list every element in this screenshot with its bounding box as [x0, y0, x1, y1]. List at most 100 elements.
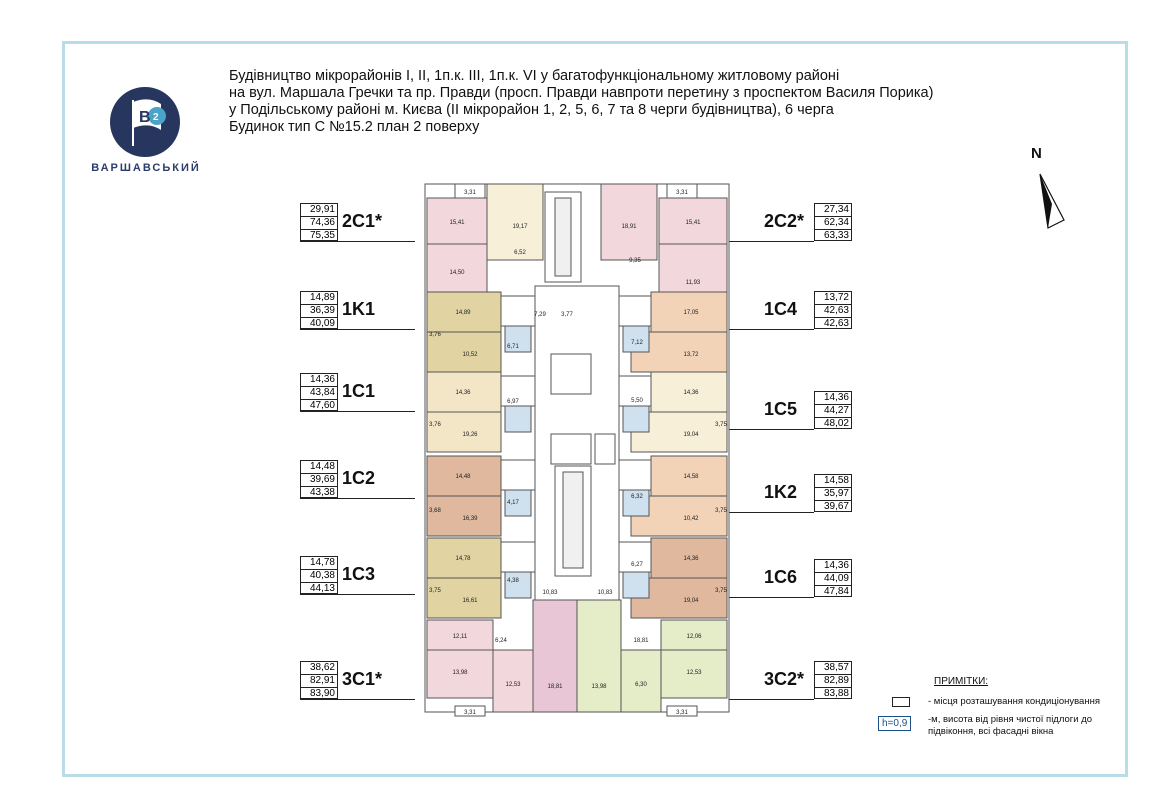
room	[426, 411, 502, 453]
apartment-code: 1K2	[764, 482, 798, 502]
area-value: 44,09	[815, 573, 851, 586]
leader-line	[720, 597, 814, 598]
bathroom	[504, 325, 532, 353]
bathroom	[504, 571, 532, 599]
room	[600, 183, 658, 261]
area-value: 29,91	[301, 204, 337, 217]
room	[576, 599, 622, 713]
room	[658, 243, 728, 293]
ac-symbol-icon	[892, 697, 910, 707]
leader-line	[720, 429, 814, 430]
area-value: 43,84	[301, 387, 337, 400]
room-area-label: 3,31	[676, 710, 688, 716]
loggia-area-label: 3,75	[715, 588, 727, 594]
area-value: 40,09	[309, 318, 335, 329]
area-value: 82,91	[301, 675, 337, 688]
room-area-label: 12,53	[505, 682, 521, 688]
room	[620, 649, 662, 713]
room-area-label: 15,41	[449, 220, 465, 226]
bathroom	[622, 325, 650, 353]
room	[426, 371, 502, 413]
room	[532, 599, 578, 713]
area-value: 38,57	[815, 662, 851, 675]
bathroom	[504, 405, 532, 433]
room-area-label: 14,36	[683, 556, 699, 562]
area-value: 36,39	[301, 305, 337, 318]
room-area-label: 6,52	[514, 250, 526, 256]
room	[486, 183, 544, 261]
brand-name: ВАРШАВСЬКИЙ	[91, 162, 201, 174]
area-value: 38,62	[301, 662, 337, 675]
room-area-label: 13,98	[591, 684, 607, 690]
area-value: 14,36	[301, 374, 337, 387]
room-area-label: 19,04	[683, 432, 699, 438]
leader-line	[720, 512, 814, 513]
loggia-area-label: 3,68	[429, 508, 441, 514]
apartment-code: 1C2	[342, 468, 376, 488]
loggia-area-label: 3,75	[715, 508, 727, 514]
area-value: 14,58	[815, 475, 851, 488]
area-value: 43,38	[309, 487, 335, 498]
room-area-label: 19,04	[683, 598, 699, 604]
apartment-code: 1K1	[342, 299, 376, 319]
area-value: 13,72	[815, 292, 851, 305]
logo-number: 2	[153, 112, 159, 123]
area-value: 83,90	[309, 688, 335, 699]
area-value: 47,84	[823, 586, 849, 597]
room-area-label: 14,36	[455, 390, 471, 396]
leader-line	[300, 498, 415, 499]
room	[650, 291, 728, 333]
area-value: 44,27	[815, 405, 851, 418]
title-line: на вул. Маршала Гречки та пр. Правди (пр…	[229, 85, 934, 101]
room-area-label: 13,98	[452, 670, 468, 676]
room-area-label: 3,31	[464, 190, 476, 196]
room-area-label: 10,42	[683, 516, 699, 522]
room	[500, 459, 536, 491]
area-value: 75,35	[309, 230, 335, 241]
room-area-label: 5,50	[631, 398, 643, 404]
area-value: 83,88	[823, 688, 849, 699]
stair-flight	[562, 471, 584, 569]
sill-height-note: -м, висота від рівня чистої підлоги до п…	[928, 714, 1093, 737]
room	[500, 541, 536, 573]
room-area-label: 4,17	[507, 500, 519, 506]
area-value: 48,02	[823, 418, 849, 429]
room-area-label: 19,26	[462, 432, 478, 438]
room-area-label: 6,30	[635, 682, 647, 688]
apartment-code: 2C2*	[764, 211, 805, 231]
room-area-label: 14,78	[455, 556, 471, 562]
area-value: 63,33	[823, 230, 849, 241]
room-area-label: 12,06	[686, 634, 702, 640]
room-area-label: 6,32	[631, 494, 643, 500]
room-area-label: 14,50	[449, 270, 465, 276]
leader-line	[300, 241, 415, 242]
room-area-label: 18,81	[547, 684, 563, 690]
brand-logo: B 2	[110, 87, 180, 157]
apartment-code: 2C1*	[342, 211, 383, 231]
elevator	[550, 433, 592, 465]
bathroom	[504, 489, 532, 517]
room-area-label: 6,27	[631, 562, 643, 568]
room-area-label: 18,81	[633, 638, 649, 644]
notes-title: ПРИМІТКИ:	[934, 676, 989, 687]
logo-letter: B	[139, 109, 151, 126]
room	[426, 537, 502, 579]
document-title: Будівництво мікрорайонів І, ІІ, 1п.к. ІІ…	[229, 68, 1049, 136]
room-area-label: 14,89	[455, 310, 471, 316]
room	[426, 291, 502, 333]
leader-line	[300, 329, 415, 330]
room	[650, 537, 728, 579]
area-value: 62,34	[815, 217, 851, 230]
bathroom	[622, 571, 650, 599]
area-value: 14,36	[815, 392, 851, 405]
north-label: N	[1031, 145, 1042, 162]
area-value: 82,89	[815, 675, 851, 688]
